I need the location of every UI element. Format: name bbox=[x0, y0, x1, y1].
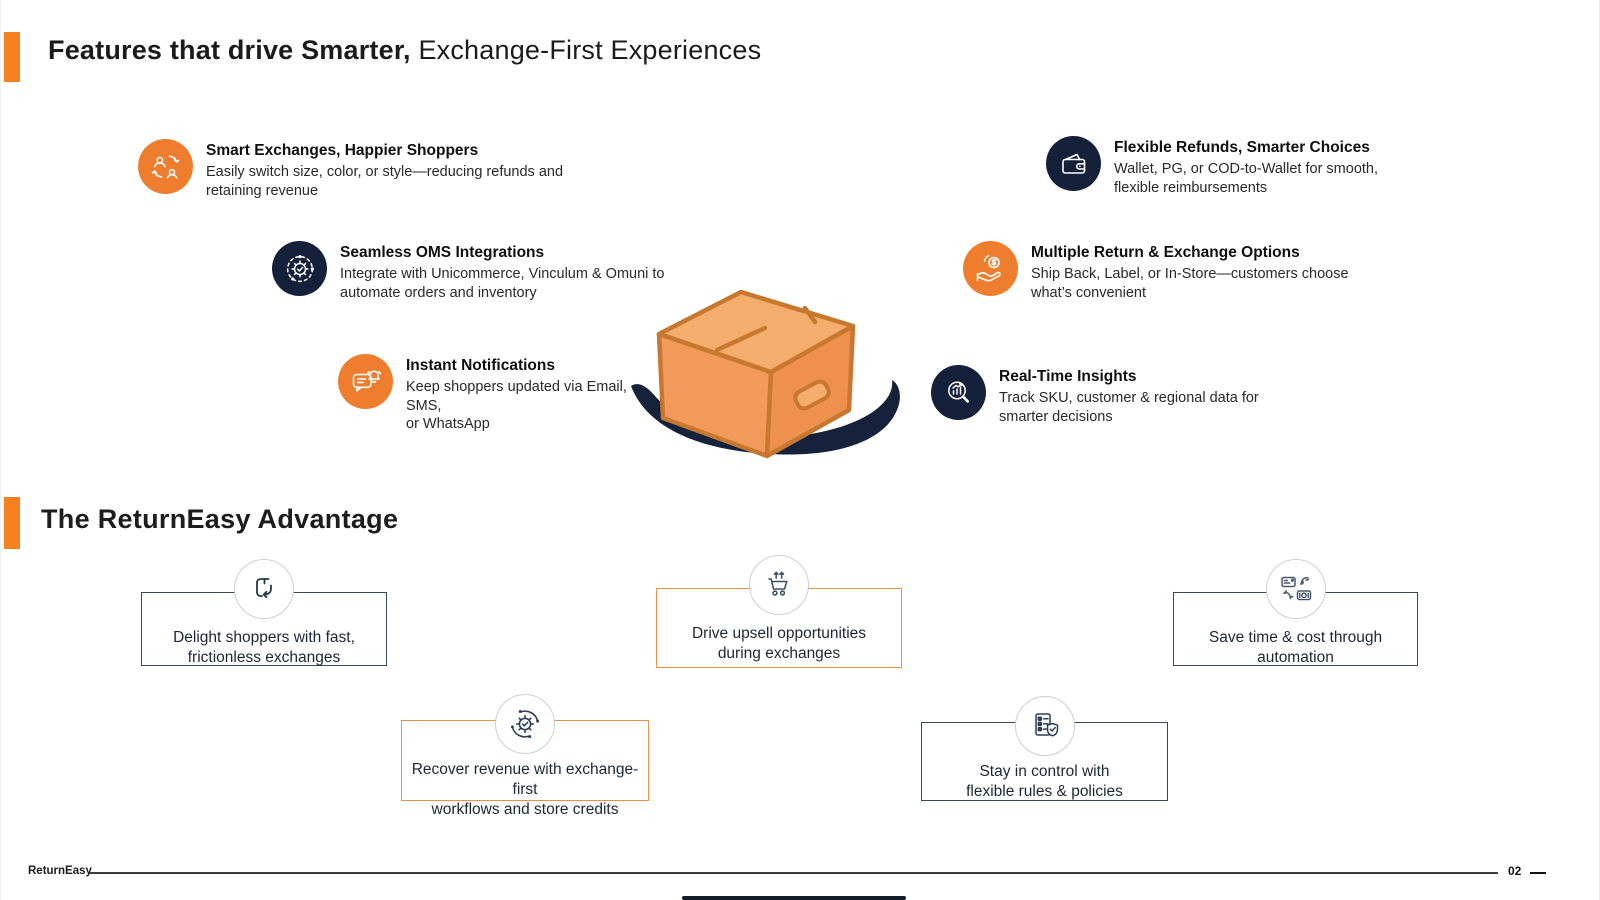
advantage-card-delight: Delight shoppers with fast, frictionless… bbox=[141, 559, 387, 667]
feature-title: Seamless OMS Integrations bbox=[340, 244, 545, 261]
feature-title: Instant Notifications bbox=[406, 357, 555, 374]
home-indicator-bar bbox=[682, 896, 906, 900]
automation-icon bbox=[1265, 559, 1326, 619]
feature-desc: Ship Back, Label, or In-Store—customers … bbox=[1031, 266, 1349, 301]
feature-desc: Integrate with Unicommerce, Vinculum & O… bbox=[340, 266, 665, 301]
feature-title: Flexible Refunds, Smarter Choices bbox=[1114, 139, 1370, 156]
feature-realtime-insights: Real-Time Insights Track SKU, customer &… bbox=[931, 365, 1299, 426]
upsell-cart-icon bbox=[749, 555, 809, 615]
footer-dash bbox=[1530, 872, 1546, 874]
package-return-icon bbox=[234, 559, 294, 619]
footer-rule bbox=[89, 872, 1498, 874]
page-title-regular: Exchange-First Experiences bbox=[418, 35, 762, 65]
swoosh-shape bbox=[631, 380, 900, 455]
feature-title: Smart Exchanges, Happier Shoppers bbox=[206, 142, 479, 159]
feature-desc: Track SKU, customer & regional data for … bbox=[999, 390, 1259, 425]
feature-instant-notifications: Instant Notifications Keep shoppers upda… bbox=[338, 354, 656, 434]
chat-bell-icon bbox=[338, 354, 393, 409]
rules-shield-icon bbox=[1014, 696, 1075, 756]
feature-flexible-refunds: Flexible Refunds, Smarter Choices Wallet… bbox=[1046, 136, 1414, 197]
workflow-gear-icon bbox=[495, 694, 555, 754]
feature-smart-exchanges: Smart Exchanges, Happier Shoppers Easily… bbox=[138, 139, 596, 200]
advantage-card-upsell: Drive upsell opportunities during exchan… bbox=[656, 555, 902, 668]
advantage-card-recover: Recover revenue with exchange-first work… bbox=[401, 694, 649, 818]
advantage-card-control: Stay in control with flexible rules & po… bbox=[921, 696, 1168, 801]
advantage-accent-bar bbox=[4, 497, 20, 549]
feature-title: Multiple Return & Exchange Options bbox=[1031, 244, 1300, 261]
page-title: Features that drive Smarter, Exchange-Fi… bbox=[48, 35, 761, 66]
feature-desc: Easily switch size, color, or style—redu… bbox=[206, 164, 564, 199]
feature-return-options: Multiple Return & Exchange Options Ship … bbox=[963, 241, 1381, 302]
hand-coin-icon bbox=[963, 241, 1018, 296]
gear-network-icon bbox=[272, 241, 327, 296]
feature-desc: Wallet, PG, or COD-to-Wallet for smooth,… bbox=[1114, 161, 1379, 196]
footer-brand: ReturnEasy bbox=[28, 865, 92, 877]
advantage-card-text: Save time & cost through automation bbox=[1208, 629, 1383, 667]
advantage-card-text: Recover revenue with exchange-first work… bbox=[411, 761, 639, 819]
shipping-box-illustration bbox=[599, 278, 919, 468]
page-title-bold: Features that drive Smarter, bbox=[48, 35, 411, 65]
magnifier-chart-icon bbox=[931, 365, 986, 420]
feature-title: Real-Time Insights bbox=[999, 368, 1137, 385]
feature-desc: Keep shoppers updated via Email, SMS, or… bbox=[406, 379, 627, 433]
advantage-card-text: Delight shoppers with fast, frictionless… bbox=[173, 629, 355, 667]
advantage-card-text: Stay in control with flexible rules & po… bbox=[966, 763, 1123, 801]
advantage-card-text: Drive upsell opportunities during exchan… bbox=[691, 625, 867, 663]
advantage-heading: The ReturnEasy Advantage bbox=[41, 504, 399, 534]
feature-oms-integrations: Seamless OMS Integrations Integrate with… bbox=[272, 241, 710, 302]
footer-page-number: 02 bbox=[1508, 864, 1522, 878]
advantage-card-automation: Save time & cost through automation bbox=[1173, 559, 1418, 667]
exchange-users-icon bbox=[138, 139, 193, 194]
wallet-icon bbox=[1046, 136, 1101, 191]
title-accent-bar bbox=[4, 32, 20, 82]
